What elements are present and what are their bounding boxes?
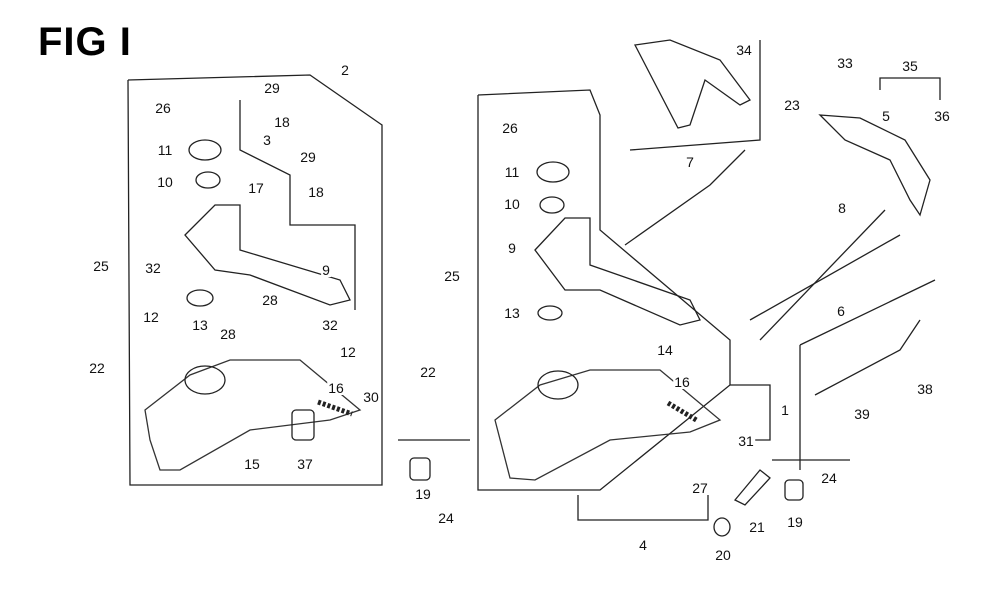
part-label: 17 bbox=[247, 180, 265, 196]
assembly-1-bracket bbox=[730, 384, 771, 441]
part-label: 23 bbox=[783, 97, 801, 113]
part-label: 32 bbox=[321, 317, 339, 333]
part-label: 19 bbox=[786, 514, 804, 530]
part-label: 35 bbox=[901, 58, 919, 74]
spring-16-mid bbox=[666, 400, 700, 424]
part-label: 9 bbox=[507, 240, 517, 256]
part-label: 39 bbox=[853, 406, 871, 422]
lever-9-mid bbox=[534, 217, 701, 326]
part-label: 37 bbox=[296, 456, 314, 472]
collar-19-left bbox=[409, 457, 431, 481]
knob-21 bbox=[733, 469, 771, 506]
part-label: 38 bbox=[916, 381, 934, 397]
bracket-39 bbox=[799, 279, 936, 346]
part-label: 25 bbox=[92, 258, 110, 274]
spring-16-left bbox=[317, 399, 353, 417]
part-label: 1 bbox=[780, 402, 790, 418]
part-label: 28 bbox=[261, 292, 279, 308]
part-label: 26 bbox=[501, 120, 519, 136]
part-label: 10 bbox=[156, 174, 174, 190]
assembly-4-bracket bbox=[477, 89, 731, 491]
part-label: 29 bbox=[263, 80, 281, 96]
part-label: 18 bbox=[273, 114, 291, 130]
part-label: 3 bbox=[262, 132, 272, 148]
assembly-35-bracket bbox=[879, 77, 941, 100]
lever-34 bbox=[634, 39, 751, 129]
part-label: 22 bbox=[419, 364, 437, 380]
part-label: 9 bbox=[321, 262, 331, 278]
part-label: 13 bbox=[191, 317, 209, 333]
washer-10-mid bbox=[539, 196, 565, 214]
lever-9-left bbox=[184, 204, 351, 306]
part-label: 7 bbox=[685, 154, 695, 170]
rod-39 bbox=[814, 319, 921, 396]
part-label: 21 bbox=[748, 519, 766, 535]
part-label: 4 bbox=[638, 537, 648, 553]
part-label: 24 bbox=[437, 510, 455, 526]
part-label: 2 bbox=[340, 62, 350, 78]
spring-7 bbox=[624, 149, 746, 246]
mount-mid bbox=[537, 370, 579, 400]
part-label: 28 bbox=[219, 326, 237, 342]
part-label: 30 bbox=[362, 389, 380, 405]
part-label: 6 bbox=[836, 303, 846, 319]
cap-11-mid bbox=[536, 161, 570, 183]
part-label: 11 bbox=[156, 142, 174, 158]
part-label: 15 bbox=[243, 456, 261, 472]
part-label: 36 bbox=[933, 108, 951, 124]
assembly-34-bracket bbox=[629, 40, 761, 151]
part-label: 24 bbox=[820, 470, 838, 486]
figure-title: FIG I bbox=[38, 20, 132, 64]
part-label: 18 bbox=[307, 184, 325, 200]
part-label: 12 bbox=[142, 309, 160, 325]
collar-19-right bbox=[784, 479, 804, 501]
control-base-plate-left bbox=[144, 359, 362, 471]
control-base-plate-mid bbox=[494, 369, 722, 481]
lever-5 bbox=[818, 114, 931, 217]
mount-left bbox=[184, 365, 226, 395]
part-label: 11 bbox=[503, 164, 521, 180]
part-label: 22 bbox=[88, 360, 106, 376]
part-label: 10 bbox=[503, 196, 521, 212]
part-label: 34 bbox=[735, 42, 753, 58]
part-label: 29 bbox=[299, 149, 317, 165]
washer-10-left bbox=[195, 171, 221, 189]
part-label: 33 bbox=[836, 55, 854, 71]
cap-11-left bbox=[188, 139, 222, 161]
assembly-4-bottom-bracket bbox=[577, 495, 709, 521]
part-label: 31 bbox=[737, 433, 755, 449]
part-label: 16 bbox=[327, 380, 345, 396]
part-label: 13 bbox=[503, 305, 521, 321]
part-label: 12 bbox=[339, 344, 357, 360]
part-label: 8 bbox=[837, 200, 847, 216]
part-label: 14 bbox=[656, 342, 674, 358]
washer-13-left bbox=[186, 289, 214, 307]
part-label: 16 bbox=[673, 374, 691, 390]
part-label: 19 bbox=[414, 486, 432, 502]
washer-13-mid bbox=[537, 305, 563, 321]
spacer-37 bbox=[291, 409, 315, 441]
part-label: 32 bbox=[144, 260, 162, 276]
rod-8 bbox=[759, 209, 886, 341]
part-label: 20 bbox=[714, 547, 732, 563]
assembly-3-bracket bbox=[239, 100, 356, 310]
cap-20 bbox=[713, 517, 731, 537]
assembly-2-bracket bbox=[127, 74, 383, 486]
part-label: 25 bbox=[443, 268, 461, 284]
part-label: 5 bbox=[881, 108, 891, 124]
part-label: 26 bbox=[154, 100, 172, 116]
rod-6 bbox=[749, 234, 901, 321]
part-label: 27 bbox=[691, 480, 709, 496]
